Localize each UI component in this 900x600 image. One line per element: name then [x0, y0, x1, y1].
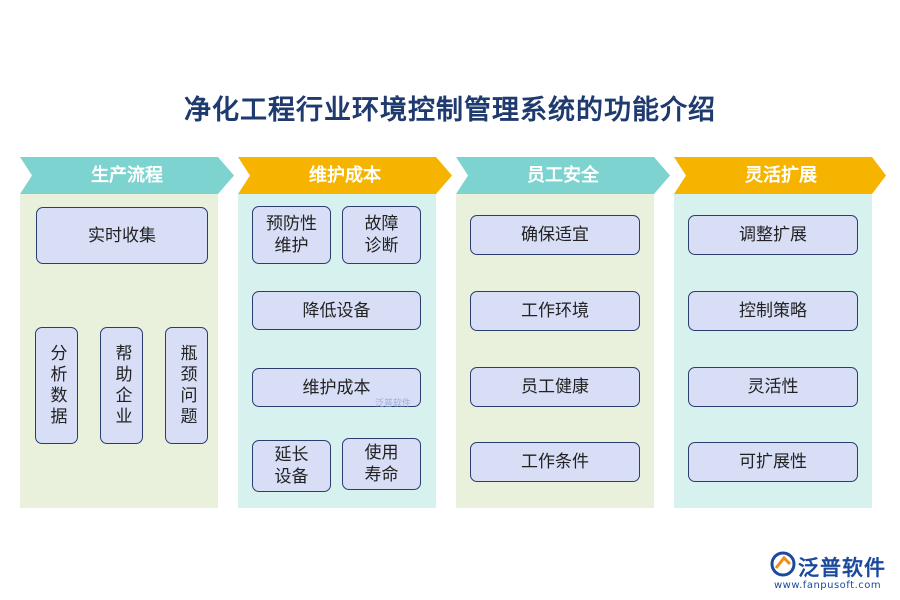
column-header: 生产流程: [20, 157, 234, 194]
item-box: 控制策略: [688, 291, 858, 331]
fanpu-logo-icon: [770, 551, 796, 577]
item-box: 调整扩展: [688, 215, 858, 255]
chevron-shape: [20, 157, 234, 194]
brand-logo: 泛普软件 www.fanpusoft.com: [770, 550, 895, 595]
item-box: 工作条件: [470, 442, 640, 482]
item-box: 维护成本: [252, 368, 421, 407]
column-header: 灵活扩展: [674, 157, 888, 194]
item-box-vertical: 瓶颈问题: [165, 327, 208, 444]
item-box-vertical: 分析数据: [35, 327, 78, 444]
chevron-shape: [238, 157, 452, 194]
item-box: 预防性 维护: [252, 206, 331, 264]
item-box: 实时收集: [36, 207, 208, 264]
item-box: 工作环境: [470, 291, 640, 331]
item-box: 使用 寿命: [342, 438, 421, 490]
column-header-label: 员工安全: [527, 165, 599, 186]
item-box: 确保适宜: [470, 215, 640, 255]
item-box: 延长 设备: [252, 440, 331, 492]
column-flexible-expansion: 灵活扩展 调整扩展 控制策略 灵活性 可扩展性: [674, 157, 886, 508]
logo-brand-text: 泛普软件: [798, 556, 886, 580]
chevron-shape: [674, 157, 886, 194]
watermark: 泛普软件: [375, 399, 412, 409]
item-box: 灵活性: [688, 367, 858, 407]
item-box: 员工健康: [470, 367, 640, 407]
column-header: 员工安全: [456, 157, 670, 194]
column-header-label: 维护成本: [309, 165, 381, 186]
chevron-shape: [456, 157, 670, 194]
column-maintenance-cost: 维护成本 预防性 维护 故障 诊断 降低设备 维护成本 延长 设备 使用 寿命: [238, 157, 452, 508]
page-title: 净化工程行业环境控制管理系统的功能介绍: [184, 95, 716, 126]
item-box: 降低设备: [252, 291, 421, 330]
column-employee-safety: 员工安全 确保适宜 工作环境 员工健康 工作条件: [456, 157, 670, 508]
column-header-label: 生产流程: [91, 165, 163, 186]
item-box: 可扩展性: [688, 442, 858, 482]
column-header: 维护成本: [238, 157, 452, 194]
logo-url-text: www.fanpusoft.com: [774, 580, 882, 591]
column-production-process: 生产流程 实时收集 分析数据 帮助企业 瓶颈问题: [20, 157, 234, 508]
item-box-vertical: 帮助企业: [100, 327, 143, 444]
item-box: 故障 诊断: [342, 206, 421, 264]
column-header-label: 灵活扩展: [745, 165, 817, 186]
